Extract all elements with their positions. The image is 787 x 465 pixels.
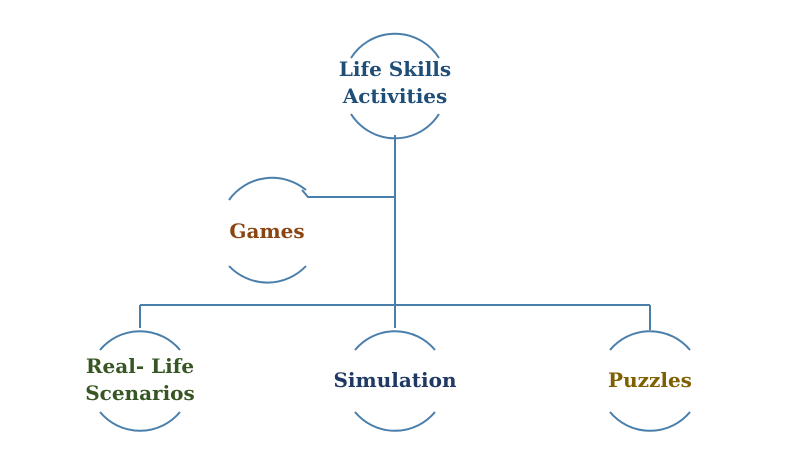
real-life-node-label: Real- Life Scenarios [85, 354, 195, 405]
puzzles-node-label: Puzzles [608, 368, 692, 392]
real-life-node-bottom-arc [99, 411, 181, 432]
simulation-node-bottom-arc [354, 411, 436, 432]
games-node-label: Games [229, 219, 305, 243]
simulation-node-top-arc [354, 330, 436, 351]
real-life-node-top-arc [99, 330, 181, 351]
node-shapes [99, 32, 691, 432]
connectors [139, 135, 651, 330]
puzzles-node-bottom-arc [609, 411, 691, 432]
games-node-bottom-arc [228, 265, 307, 284]
root-node-label: Life Skills Activities [338, 57, 452, 108]
simulation-node-label: Simulation [333, 368, 457, 392]
puzzles-node-top-arc [609, 330, 691, 351]
root-node-bottom-arc [350, 113, 440, 140]
games-node-top-arc [228, 176, 307, 201]
root-node-top-arc [350, 32, 440, 59]
games-branch-line [301, 189, 395, 198]
